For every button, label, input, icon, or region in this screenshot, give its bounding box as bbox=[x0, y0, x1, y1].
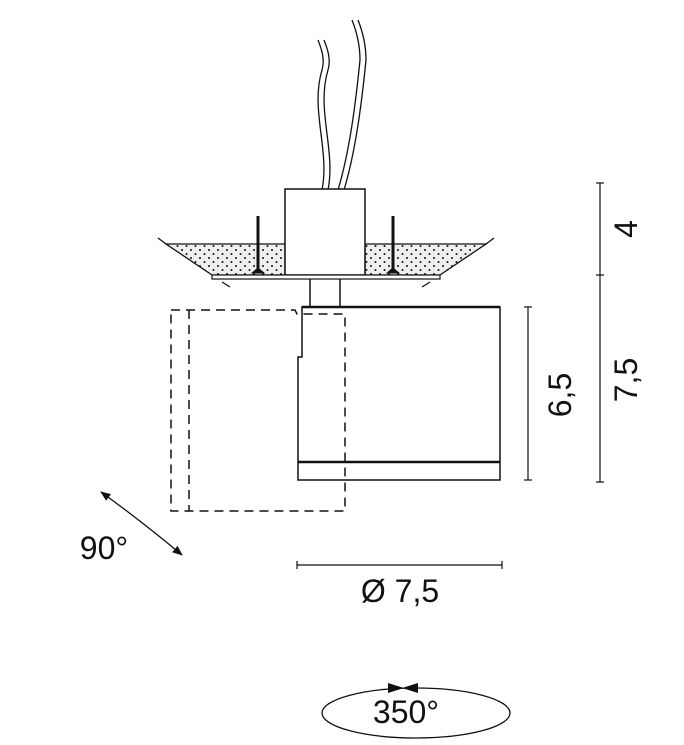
dimension-lines bbox=[296, 182, 604, 569]
tilt-angle-label: 90° bbox=[80, 530, 128, 566]
junction-box bbox=[284, 188, 366, 276]
tilted-position-outline bbox=[170, 309, 346, 512]
total-height-label: 7,5 bbox=[608, 358, 644, 402]
rotation-angle-label: 350° bbox=[373, 694, 439, 730]
body-height-label: 6,5 bbox=[542, 373, 578, 417]
wires bbox=[317, 19, 367, 191]
tilt-arrow-icon bbox=[100, 491, 183, 556]
mounting-plate bbox=[211, 274, 441, 280]
mount-height-label: 4 bbox=[608, 220, 644, 238]
screw-icon bbox=[385, 216, 401, 274]
rotation-stop-icon bbox=[388, 683, 418, 693]
stem bbox=[309, 279, 341, 307]
spotlight-body bbox=[297, 305, 501, 481]
screw-icon bbox=[250, 216, 266, 274]
diameter-label: Ø 7,5 bbox=[361, 573, 439, 609]
